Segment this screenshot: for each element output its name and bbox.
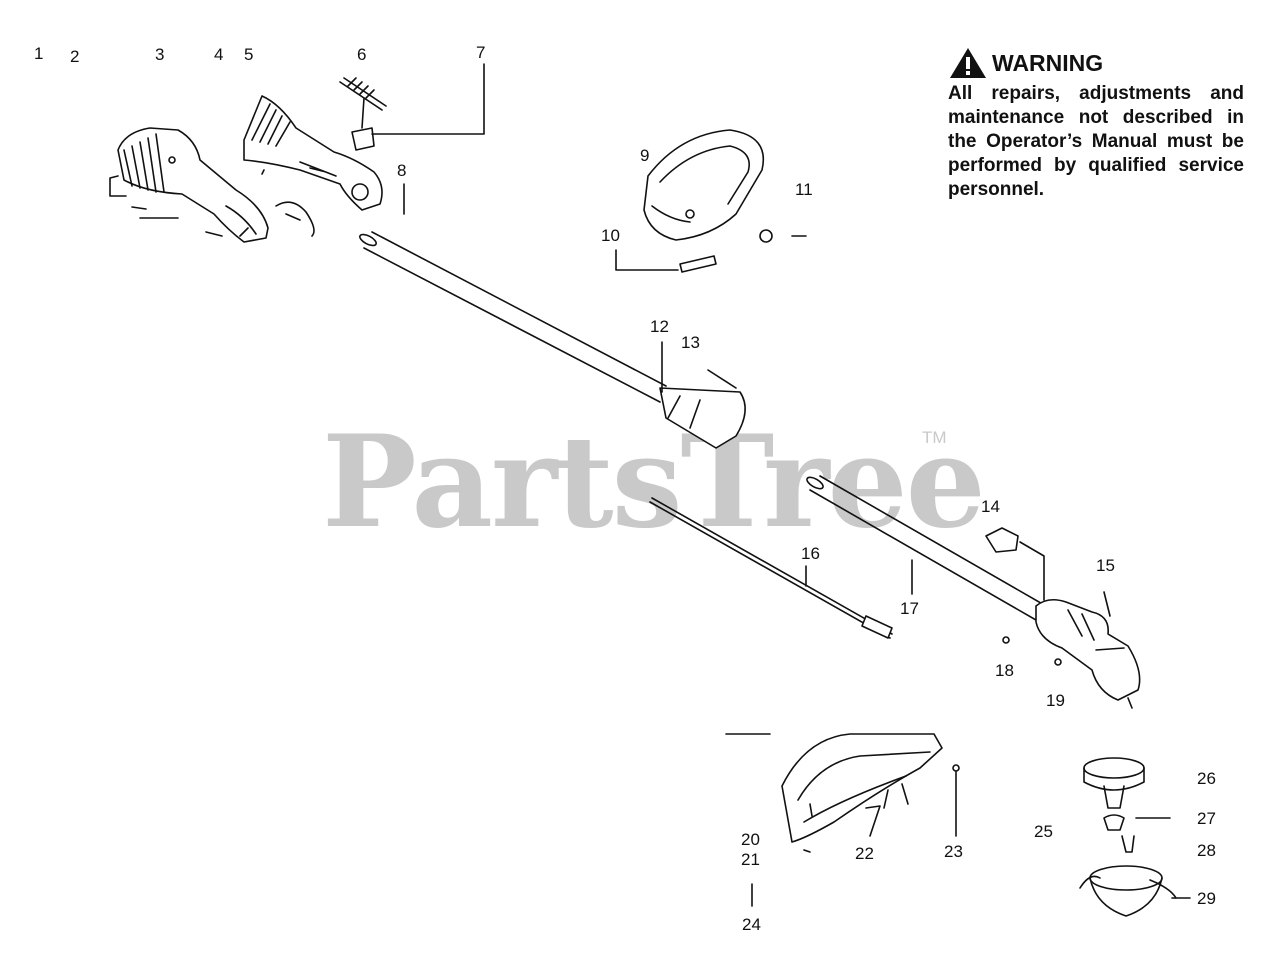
callout-24: 24 — [742, 915, 761, 934]
callout-11: 11 — [795, 180, 813, 199]
trademark-mark: TM — [922, 428, 947, 447]
drive-tube-lower — [806, 475, 1047, 621]
warning-text: All repairs, adjustments and maintenance… — [948, 83, 1244, 200]
callout-18: 18 — [995, 661, 1014, 680]
nut-part-11 — [759, 229, 807, 243]
warning-triangle-icon — [950, 48, 986, 78]
warning-notice: WARNING All repairs, adjustments and mai… — [948, 46, 1244, 202]
callout-7: 7 — [476, 43, 486, 62]
callout-22: 22 — [855, 844, 874, 863]
tube-coupler — [659, 341, 746, 449]
watermark: PartsTree — [322, 408, 986, 556]
clamp-part-14 — [985, 527, 1045, 601]
callout-17: 17 — [900, 599, 919, 618]
handle-part-9 — [643, 129, 764, 241]
callout-8: 8 — [397, 161, 407, 180]
shield-guard — [725, 733, 960, 853]
callout-15: 15 — [1096, 556, 1115, 575]
callout-12: 12 — [650, 317, 669, 336]
callout-2: 2 — [70, 47, 80, 66]
crankcase-assembly — [243, 95, 383, 211]
screw-part-18 — [1002, 636, 1010, 644]
callout-25: 25 — [1034, 822, 1053, 841]
callout-28: 28 — [1197, 841, 1216, 860]
bolt-part-10 — [615, 249, 717, 273]
screw-part-19 — [1054, 658, 1062, 666]
gear-head-part-15 — [1035, 591, 1141, 709]
callout-6: 6 — [357, 45, 367, 64]
engine-housing — [109, 127, 315, 243]
flex-shaft-part-16 — [649, 497, 893, 639]
callout-21: 21 — [741, 850, 760, 869]
sleeve-part-7 — [351, 63, 485, 151]
callout-27: 27 — [1197, 809, 1216, 828]
spring-part-6 — [339, 77, 387, 129]
callout-14: 14 — [981, 497, 1000, 516]
callout-1: 1 — [34, 44, 44, 63]
callout-4: 4 — [214, 45, 224, 64]
trimmer-head-spool — [1079, 757, 1191, 917]
callout-10: 10 — [601, 226, 620, 245]
callout-20: 20 — [741, 830, 760, 849]
callout-3: 3 — [155, 45, 165, 64]
callout-29: 29 — [1197, 889, 1216, 908]
warning-header: WARNING — [948, 46, 1244, 80]
callout-16: 16 — [801, 544, 820, 563]
callout-19: 19 — [1046, 691, 1065, 710]
callout-13: 13 — [681, 333, 700, 352]
callout-9: 9 — [640, 146, 650, 165]
drive-tube-upper — [359, 183, 667, 403]
callout-23: 23 — [944, 842, 963, 861]
callout-26: 26 — [1197, 769, 1216, 788]
callout-5: 5 — [244, 45, 254, 64]
warning-title: WARNING — [992, 49, 1104, 76]
